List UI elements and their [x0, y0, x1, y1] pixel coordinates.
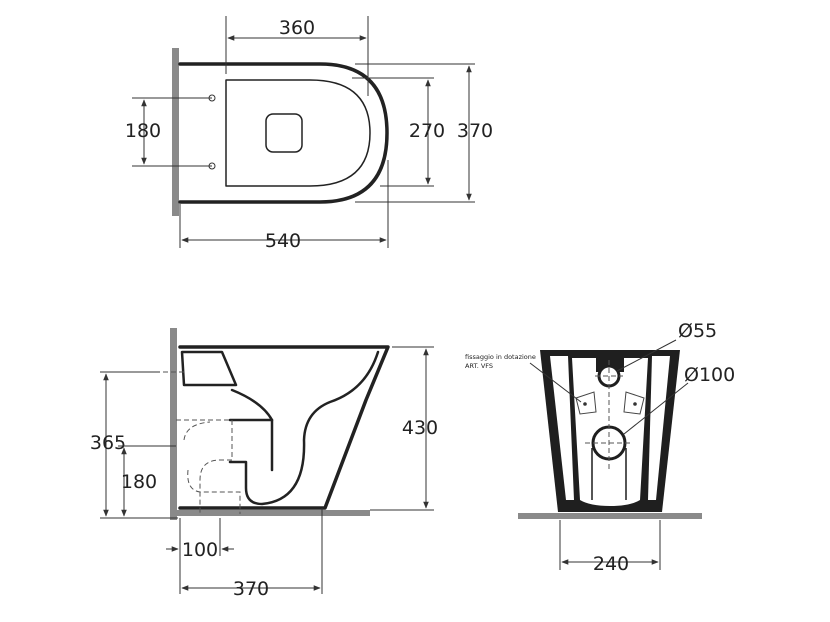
side-view-body-outline — [178, 345, 390, 510]
dim-top-270: 270 — [409, 120, 445, 142]
dim-top-370: 370 — [457, 120, 493, 142]
side-view: 365 180 430 100 370 — [90, 328, 438, 600]
side-view-bowl-inner — [228, 350, 380, 506]
top-view-bowl-outline — [178, 62, 389, 204]
side-view-wall — [170, 328, 177, 520]
side-view-outlet-pipe — [176, 419, 233, 514]
dim-rear-240: 240 — [593, 553, 629, 575]
top-view-drain — [265, 113, 303, 153]
fixing-note-line1: fissaggio in dotazione — [465, 353, 536, 361]
dim-side-370: 370 — [233, 578, 269, 600]
top-view-rim — [225, 79, 371, 187]
rear-view-floor — [518, 513, 702, 519]
dim-top-180: 180 — [125, 120, 161, 142]
side-view-inlet — [180, 350, 238, 387]
dim-top-540: 540 — [265, 230, 301, 252]
fixing-note-line2: ART. VFS — [465, 362, 493, 370]
side-view-floor — [177, 510, 370, 516]
dim-side-180: 180 — [121, 471, 157, 493]
top-view-wall — [172, 48, 179, 216]
dim-side-430: 430 — [402, 417, 438, 439]
dim-top-360: 360 — [279, 17, 315, 39]
side-view-trap — [230, 388, 274, 472]
dim-side-365: 365 — [90, 432, 126, 454]
rear-view: fissaggio in dotazione ART. VFS Ø55 Ø100… — [465, 320, 735, 575]
dim-rear-diameter-55: Ø55 — [678, 320, 717, 342]
dim-rear-diameter-100: Ø100 — [684, 364, 735, 386]
top-view: 360 180 270 370 540 — [125, 16, 493, 252]
dim-side-100: 100 — [182, 539, 218, 561]
